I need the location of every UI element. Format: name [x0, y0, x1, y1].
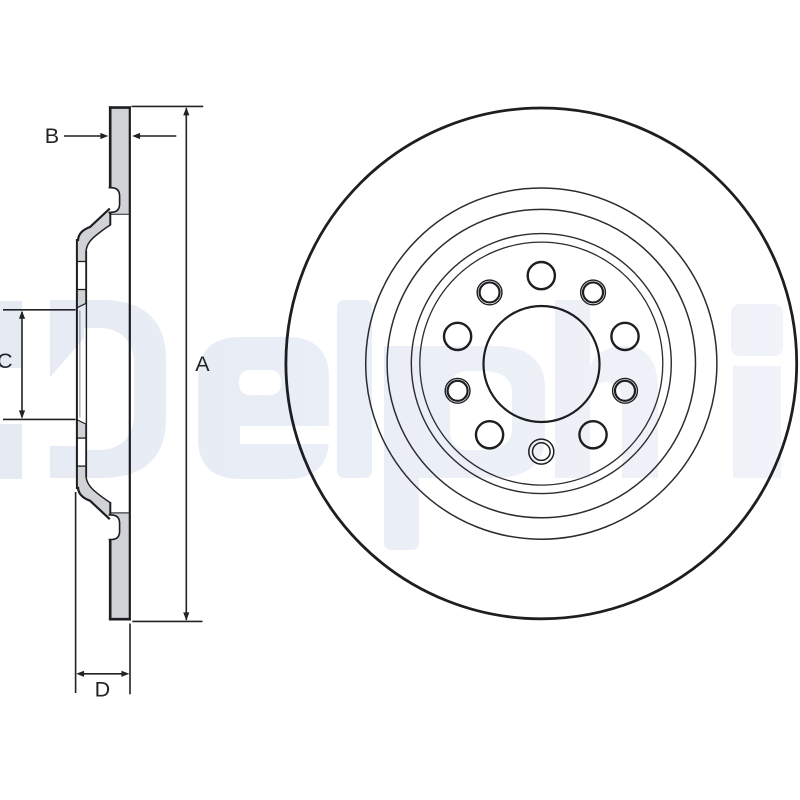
- svg-text:D: D: [95, 677, 111, 701]
- svg-text:C: C: [0, 349, 13, 373]
- svg-text:A: A: [195, 352, 210, 376]
- svg-text:B: B: [45, 124, 59, 148]
